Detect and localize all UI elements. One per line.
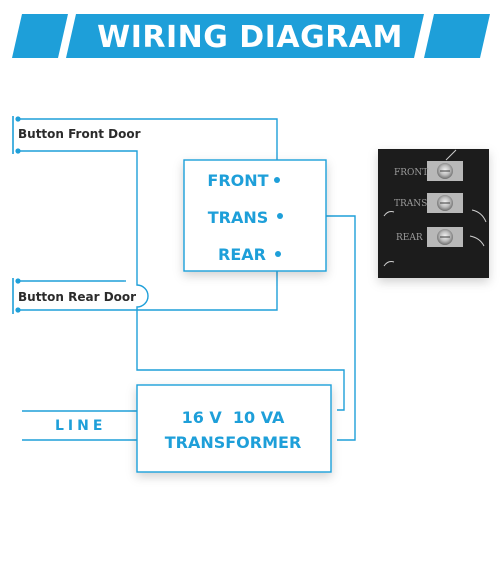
banner-right-stripe	[424, 14, 490, 58]
button-rear: Button Rear Door	[12, 278, 136, 314]
wires	[17, 118, 356, 441]
transformer: 16 V 10 VA TRANSFORMER	[136, 384, 332, 473]
button-front: Button Front Door	[12, 116, 141, 154]
wire-rear-button-bottom	[17, 254, 278, 311]
banner-main	[66, 14, 424, 58]
photo-trans-label: TRANS	[394, 199, 427, 209]
photo-wire-right2	[469, 235, 485, 247]
button-front-terminal-bottom	[15, 148, 21, 154]
photo-wire-left	[383, 211, 395, 217]
chime-trans-terminal	[277, 213, 283, 219]
photo-rear-label: REAR	[396, 233, 423, 243]
photo-wire-right	[471, 209, 487, 223]
wire-front-button-to-front-terminal	[17, 118, 278, 178]
line-label: LINE	[55, 418, 106, 434]
photo-wire-top	[445, 149, 457, 161]
chime-box-frame	[183, 159, 327, 272]
chime-front-terminal	[274, 177, 280, 183]
wire-front-button-to-bus	[17, 150, 345, 411]
button-rear-label: Button Rear Door	[18, 290, 136, 304]
button-rear-terminal-top	[15, 278, 21, 284]
button-rear-terminal-bottom	[15, 307, 21, 313]
banner-title: WIRING DIAGRAM	[97, 20, 403, 55]
chime-front-label: FRONT	[207, 171, 268, 190]
terminal-block-photo: FRONT TRANS REAR	[378, 149, 489, 278]
transformer-label: TRANSFORMER	[165, 433, 302, 452]
chime-box: FRONT TRANS REAR	[183, 159, 327, 272]
chime-trans-label: TRANS	[208, 208, 269, 227]
photo-wire-left2	[383, 261, 395, 267]
chime-rear-terminal	[275, 251, 281, 257]
transformer-frame	[136, 384, 332, 473]
banner: WIRING DIAGRAM	[12, 14, 490, 58]
photo-front-label: FRONT	[394, 168, 428, 178]
chime-rear-label: REAR	[218, 245, 266, 264]
transformer-rating: 16 V 10 VA	[182, 408, 285, 427]
banner-left-stripe	[12, 14, 68, 58]
button-front-terminal-top	[15, 116, 21, 122]
button-front-label: Button Front Door	[18, 127, 141, 141]
